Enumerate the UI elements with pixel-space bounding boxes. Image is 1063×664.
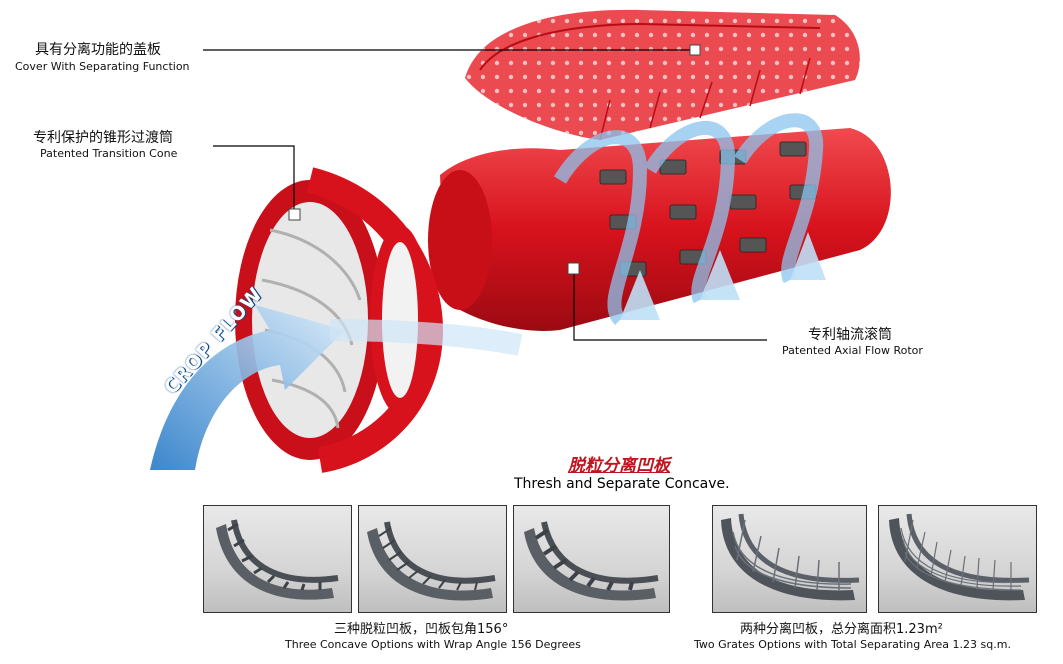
cone-label-en: Patented Transition Cone xyxy=(40,147,178,160)
grate-option-1 xyxy=(712,505,867,613)
rotor-label-en: Patented Axial Flow Rotor xyxy=(782,344,923,357)
concave-option-2 xyxy=(358,505,507,613)
concave-option-1 xyxy=(203,505,352,613)
axial-flow-rotor xyxy=(428,113,891,331)
rotor-label-cn: 专利轴流滚筒 xyxy=(808,327,892,343)
concave-caption-cn: 三种脱粒凹板，凹板包角156° xyxy=(334,622,509,637)
concave-title-cn: 脱粒分离凹板 xyxy=(568,456,670,476)
grate-2-icon xyxy=(889,513,1030,601)
concave-2-icon xyxy=(367,521,496,601)
concave-3-icon xyxy=(524,521,659,601)
cover-label-en: Cover With Separating Function xyxy=(15,60,190,73)
grate-caption-cn: 两种分离凹板，总分离面积1.23m² xyxy=(740,622,943,637)
concave-title-en: Thresh and Separate Concave. xyxy=(514,476,730,492)
concave-option-3 xyxy=(513,505,670,613)
callout-lines xyxy=(203,49,767,341)
transition-cone xyxy=(235,167,444,473)
concave-1-icon xyxy=(216,519,339,600)
cover-label-cn: 具有分离功能的盖板 xyxy=(35,42,161,58)
callout-markers xyxy=(288,44,701,275)
concave-caption-en: Three Concave Options with Wrap Angle 15… xyxy=(285,638,581,651)
grate-1-icon xyxy=(721,513,860,601)
crop-flow-arrow xyxy=(150,305,523,470)
grate-caption-en: Two Grates Options with Total Separating… xyxy=(694,638,1011,651)
grate-option-2 xyxy=(878,505,1037,613)
separating-cover xyxy=(465,9,860,141)
cone-label-cn: 专利保护的锥形过渡筒 xyxy=(33,130,173,146)
